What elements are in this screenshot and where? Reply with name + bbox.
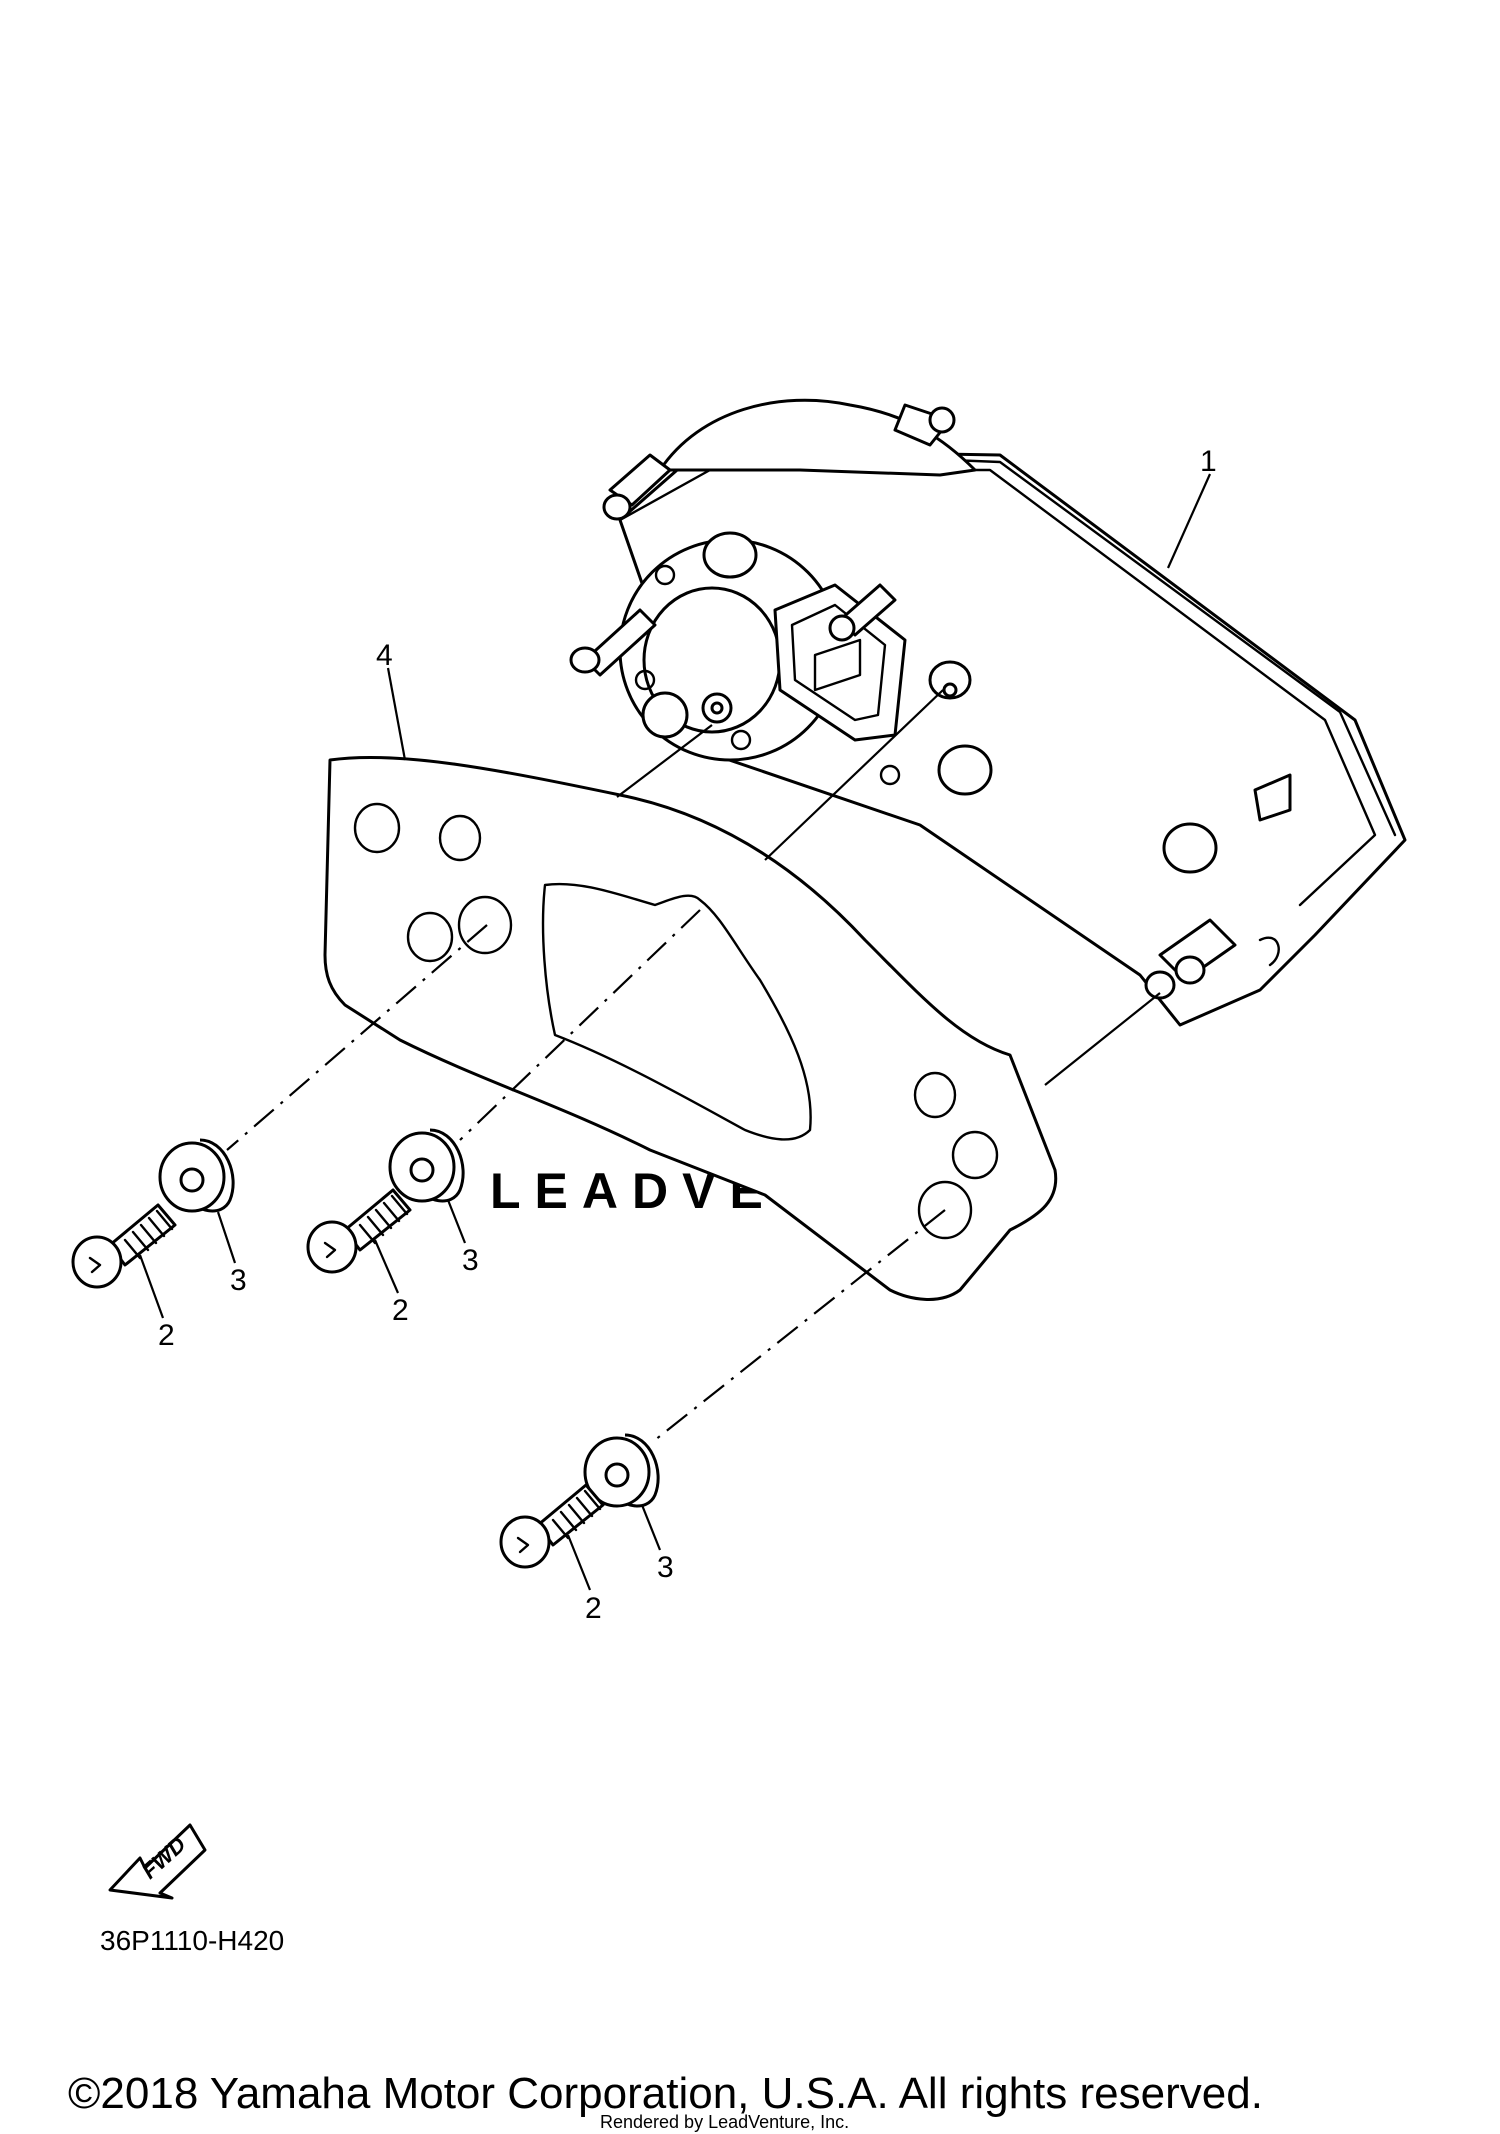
stud bbox=[928, 660, 972, 700]
rendered-by-notice: Rendered by LeadVenture, Inc. bbox=[600, 2112, 849, 2132]
assembly-lines bbox=[226, 689, 1161, 1441]
stud bbox=[828, 583, 897, 642]
callout-2: 2 bbox=[585, 1592, 602, 1625]
boss bbox=[937, 744, 993, 796]
screw bbox=[499, 1483, 605, 1569]
screw bbox=[306, 1188, 412, 1274]
copyright-notice: ©2018 Yamaha Motor Corporation, U.S.A. A… bbox=[68, 2069, 1263, 2118]
stud bbox=[1253, 773, 1292, 822]
callout-3: 3 bbox=[230, 1264, 247, 1297]
screw bbox=[71, 1203, 177, 1289]
stud bbox=[893, 403, 956, 447]
washer bbox=[158, 1138, 235, 1213]
boss bbox=[1162, 822, 1218, 874]
callout-3: 3 bbox=[657, 1551, 674, 1584]
callout-4: 4 bbox=[376, 639, 393, 672]
diagram-code: 36P1110-H420 bbox=[100, 1925, 284, 1956]
callout-2: 2 bbox=[392, 1294, 409, 1327]
fwd-arrow-icon: FWD bbox=[108, 1823, 207, 1900]
washer bbox=[583, 1433, 660, 1508]
stud bbox=[701, 692, 733, 724]
stud bbox=[569, 608, 657, 677]
bracket-cutout bbox=[541, 882, 812, 1141]
meter-back-cover bbox=[658, 398, 977, 477]
meter-assembly bbox=[569, 398, 1407, 1027]
boss bbox=[641, 691, 689, 739]
callout-1: 1 bbox=[1200, 445, 1217, 478]
stud bbox=[602, 453, 672, 521]
stud bbox=[1144, 918, 1237, 1000]
washer bbox=[388, 1128, 465, 1203]
boss bbox=[702, 531, 758, 579]
callout-leaders bbox=[138, 473, 1212, 1591]
callout-3: 3 bbox=[462, 1244, 479, 1277]
callout-2: 2 bbox=[158, 1319, 175, 1352]
